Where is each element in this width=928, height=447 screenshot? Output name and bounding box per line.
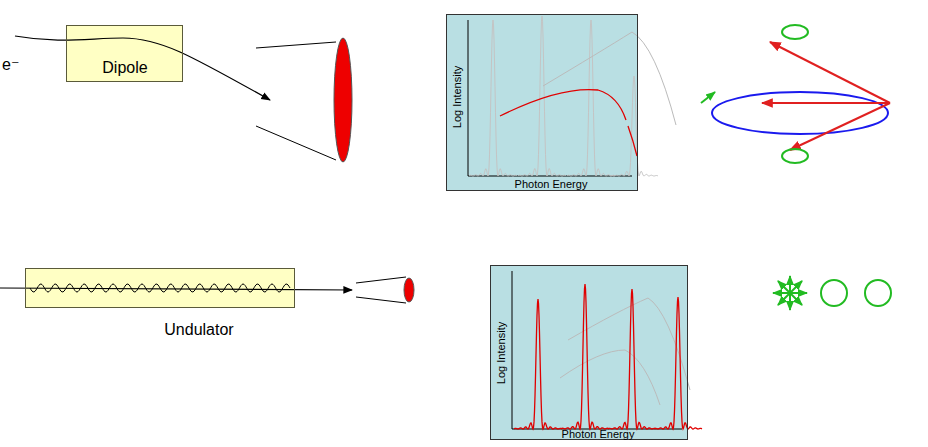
undulator-peaks	[514, 284, 702, 429]
polarization-vector	[790, 293, 802, 305]
wiggler-curve-faint	[543, 32, 676, 125]
polarization-line	[701, 92, 715, 103]
fan-edge	[256, 42, 336, 48]
harmonic-peak	[654, 297, 702, 429]
spectrum-panel: Log IntensityPhoton Energy	[490, 265, 688, 440]
polarization-circle	[865, 280, 891, 306]
part-name: Undulator	[164, 321, 233, 339]
emission-vector	[762, 102, 890, 104]
dipole-spectrum	[628, 126, 637, 156]
polarization-star	[773, 276, 807, 310]
particle-label: e⁻	[2, 55, 19, 74]
polarization-vector	[790, 292, 807, 294]
harmonic-peak	[608, 289, 656, 429]
chart-ground	[446, 14, 638, 191]
polarization-vector	[778, 281, 790, 293]
harmonic-peak	[514, 299, 562, 429]
fan-edge	[356, 297, 406, 303]
peak-faint	[610, 76, 658, 176]
chart-ground	[490, 265, 688, 440]
harmonic-peak	[561, 284, 609, 429]
polarization-vector	[773, 292, 790, 294]
magnet-box: Dipole	[66, 25, 183, 82]
undulator-wiggle	[30, 284, 290, 292]
peak-faint	[567, 20, 615, 176]
polarization-vector	[778, 293, 790, 305]
axis-title: Photon Energy	[515, 178, 588, 190]
polarization-circle	[821, 280, 847, 306]
axis	[512, 271, 513, 429]
wiggle-path	[30, 284, 290, 292]
polarization-ellipse	[782, 149, 808, 163]
polarization-vector	[789, 293, 791, 310]
polarization-ellipse	[782, 25, 808, 39]
axis-title: Log Intensity	[495, 322, 507, 384]
radiation-spot	[404, 278, 414, 302]
electron-path	[15, 36, 270, 100]
axis-title: Photon Energy	[562, 428, 635, 440]
fan-edge	[256, 126, 336, 160]
polarization-vector	[790, 281, 802, 293]
magnet-box: Undulator	[25, 268, 295, 308]
emission-vector	[790, 103, 890, 150]
peak-faint	[469, 20, 517, 176]
radiation-spot	[334, 38, 352, 162]
axis-title: Log Intensity	[451, 66, 463, 128]
orbit	[712, 92, 888, 134]
undulator-peaks-faint	[469, 16, 658, 176]
dipole-spectrum	[500, 90, 626, 120]
part-name: Dipole	[102, 59, 147, 77]
axis	[468, 20, 469, 176]
dipole-curve-faint	[560, 350, 660, 405]
fan-edge	[356, 277, 406, 283]
emission-vector	[770, 42, 890, 103]
peak-faint	[518, 16, 566, 176]
magnet-fill	[66, 25, 183, 82]
polarization-vector	[789, 276, 791, 293]
spectrum-panel: Log IntensityPhoton Energy	[446, 14, 638, 191]
